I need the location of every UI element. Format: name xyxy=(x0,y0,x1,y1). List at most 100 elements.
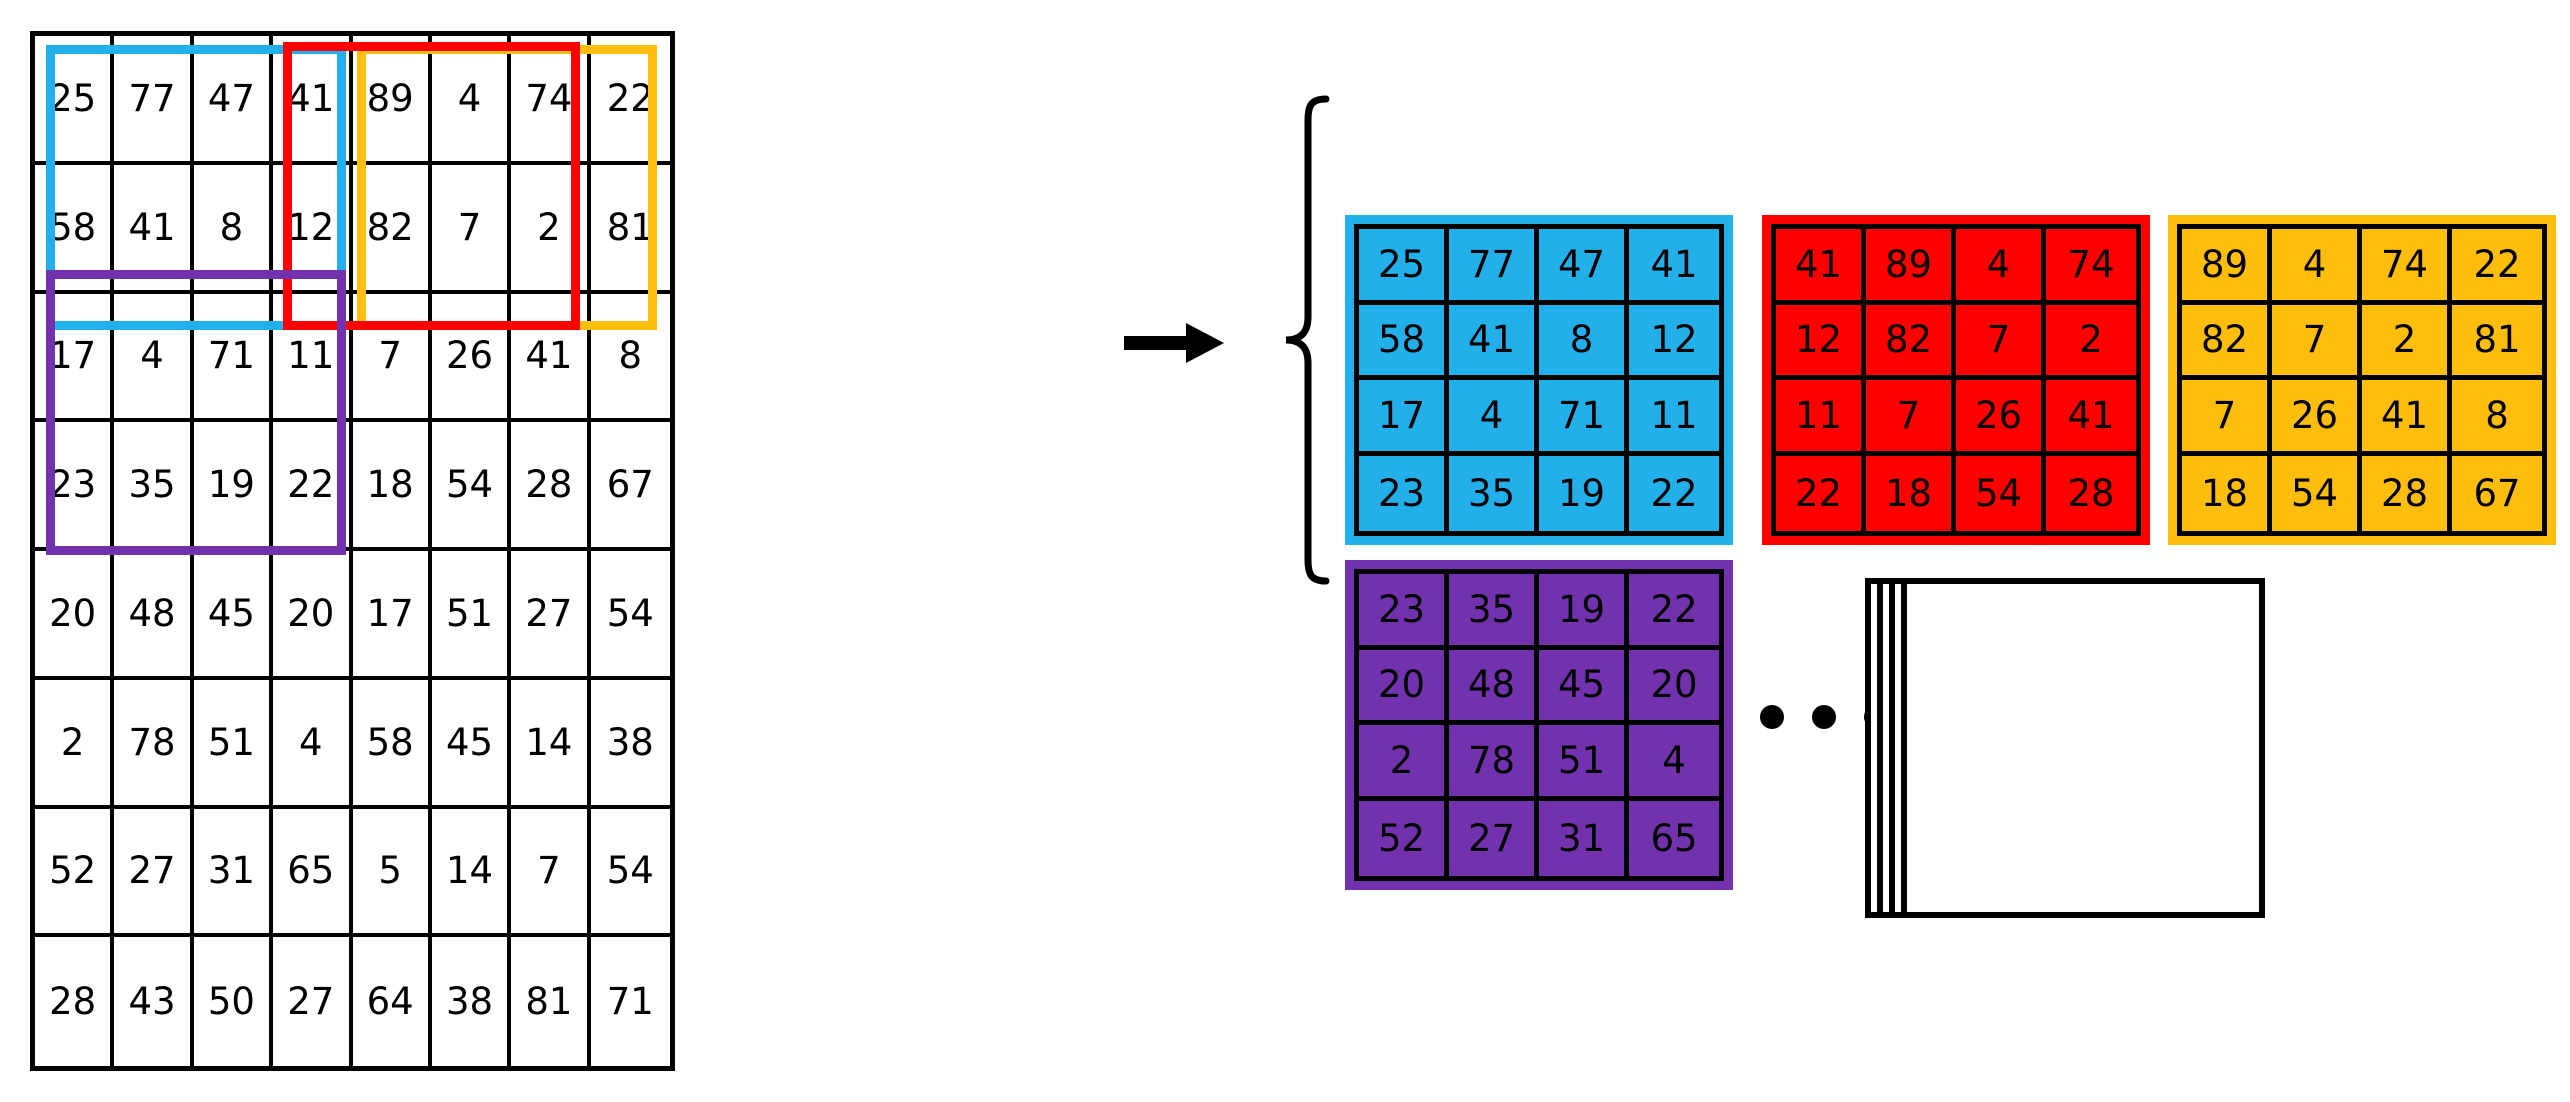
patch-cell: 19 xyxy=(1539,455,1629,531)
matrix-cell: 82 xyxy=(352,164,432,294)
patch-cell: 81 xyxy=(2452,305,2542,380)
matrix-cell: 41 xyxy=(114,164,194,294)
patch-cell: 41 xyxy=(2362,380,2452,456)
patch-cell: 4 xyxy=(1956,229,2046,305)
matrix-cell: 12 xyxy=(273,164,353,294)
patch-cell: 8 xyxy=(2452,380,2542,456)
matrix-cell: 22 xyxy=(273,422,353,551)
matrix-cell: 4 xyxy=(431,36,512,165)
matrix-cell: 7 xyxy=(511,808,591,938)
patch-cell: 11 xyxy=(1629,380,1719,456)
matrix-cell: 28 xyxy=(35,937,115,1066)
matrix-cell: 35 xyxy=(114,422,194,551)
matrix-cell: 74 xyxy=(511,36,591,165)
matrix-cell: 19 xyxy=(193,422,274,551)
patch-cell: 7 xyxy=(2272,304,2362,380)
matrix-cell: 58 xyxy=(35,164,115,294)
matrix-cell: 26 xyxy=(431,293,512,423)
patch-cell: 74 xyxy=(2046,229,2136,305)
matrix-cell: 81 xyxy=(511,937,591,1066)
patch-cell: 11 xyxy=(1776,380,1866,456)
matrix-cell: 2 xyxy=(35,679,115,809)
matrix-cell: 64 xyxy=(353,937,432,1066)
matrix-cell: 89 xyxy=(352,36,432,165)
patch-cell: 35 xyxy=(1449,455,1539,531)
matrix-cell: 25 xyxy=(35,36,115,165)
patch-cell: 71 xyxy=(1539,380,1629,456)
patch-cell: 41 xyxy=(1449,304,1539,380)
matrix-cell: 52 xyxy=(35,808,115,938)
matrix-cell: 20 xyxy=(35,551,115,680)
patch-cell: 48 xyxy=(1449,649,1539,725)
matrix-cell: 31 xyxy=(193,808,274,938)
patch-cell: 12 xyxy=(1629,305,1719,380)
matrix-cell: 67 xyxy=(590,422,670,551)
patch-cell: 2 xyxy=(1359,725,1449,801)
patch-cell: 82 xyxy=(1866,304,1956,380)
empty-patch-sheet xyxy=(1901,578,2265,918)
empty-patch-stack xyxy=(1865,578,2265,918)
patch-cell: 8 xyxy=(1539,304,1629,380)
matrix-cell: 14 xyxy=(511,679,591,809)
patch-cell: 20 xyxy=(1359,649,1449,725)
matrix-cell: 28 xyxy=(511,422,591,551)
matrix-cell: 65 xyxy=(273,808,353,938)
matrix-cell: 71 xyxy=(606,980,654,1024)
matrix-cell: 81 xyxy=(590,165,670,294)
matrix-cell: 27 xyxy=(114,808,194,938)
patch-cell: 67 xyxy=(2473,471,2521,515)
patch-cell: 23 xyxy=(1359,455,1449,531)
patch-cell: 41 xyxy=(1629,229,1719,305)
matrix-cell: 23 xyxy=(35,422,115,551)
right-arrow-icon xyxy=(1124,323,1224,363)
matrix-cell: 18 xyxy=(352,422,432,551)
grouping-brace xyxy=(1280,95,1330,585)
patch-cell: 27 xyxy=(1449,800,1539,876)
patch-cell: 26 xyxy=(1956,380,2046,456)
patch-cell: 28 xyxy=(2362,455,2452,531)
matrix-cell: 58 xyxy=(352,679,432,809)
matrix-cell: 38 xyxy=(432,937,512,1066)
patch-cell: 25 xyxy=(1359,229,1449,305)
ellipsis-dot xyxy=(1812,705,1836,729)
patch-cell: 19 xyxy=(1539,574,1629,650)
patch-cell: 4 xyxy=(2272,229,2362,305)
patch-cell: 77 xyxy=(1449,229,1539,305)
matrix-cell: 8 xyxy=(193,164,274,294)
matrix-cell: 47 xyxy=(193,36,274,165)
matrix-cell: 17 xyxy=(35,293,115,423)
patch-cell: 22 xyxy=(1776,455,1866,531)
matrix-cell: 45 xyxy=(431,679,512,809)
matrix-cell: 8 xyxy=(590,294,670,423)
patch-cell: 35 xyxy=(1449,574,1539,650)
matrix-cell: 22 xyxy=(590,36,670,165)
patch-cell: 52 xyxy=(1359,800,1449,876)
matrix-cell: 2 xyxy=(511,164,591,294)
patch-cell: 54 xyxy=(1956,455,2046,531)
matrix-cell: 51 xyxy=(431,551,512,680)
matrix-cell: 50 xyxy=(194,937,274,1066)
matrix-cell: 27 xyxy=(511,551,591,680)
patch-cell: 22 xyxy=(2452,229,2542,305)
ellipsis-dot xyxy=(1760,705,1784,729)
matrix-cell: 17 xyxy=(352,551,432,680)
matrix-cell: 7 xyxy=(352,293,432,423)
matrix-cell: 48 xyxy=(114,551,194,680)
matrix-cell: 43 xyxy=(114,937,194,1066)
patch-cell: 89 xyxy=(1866,229,1956,305)
patch-cell: 4 xyxy=(1629,725,1719,801)
patch-cell: 12 xyxy=(1776,304,1866,380)
matrix-cell: 11 xyxy=(273,293,353,423)
patch-cell: 20 xyxy=(1629,650,1719,725)
patch-cell: 23 xyxy=(1359,574,1449,650)
patch-cell: 47 xyxy=(1539,229,1629,305)
patch-cell: 58 xyxy=(1359,304,1449,380)
patch-cell: 41 xyxy=(2046,380,2136,456)
